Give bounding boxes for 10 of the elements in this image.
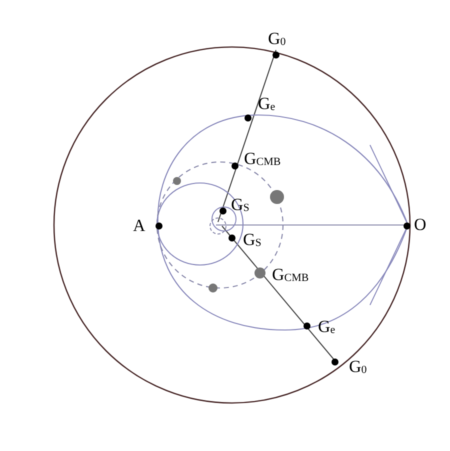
point-label: G$_{CMB}$ — [272, 266, 309, 283]
point-label: A — [133, 217, 146, 234]
point-label: G$_{CMB}$ — [244, 150, 281, 167]
point-label: O — [414, 216, 426, 233]
point-label: G$_{e}$ — [258, 95, 276, 112]
point-label: G$_{S}$ — [231, 196, 250, 213]
point-label: G$_{0}$ — [268, 30, 286, 47]
point-label: G$_{e}$ — [318, 318, 336, 335]
point-label: G$_{0}$ — [349, 358, 367, 375]
point-label: G$_{S}$ — [243, 231, 262, 248]
